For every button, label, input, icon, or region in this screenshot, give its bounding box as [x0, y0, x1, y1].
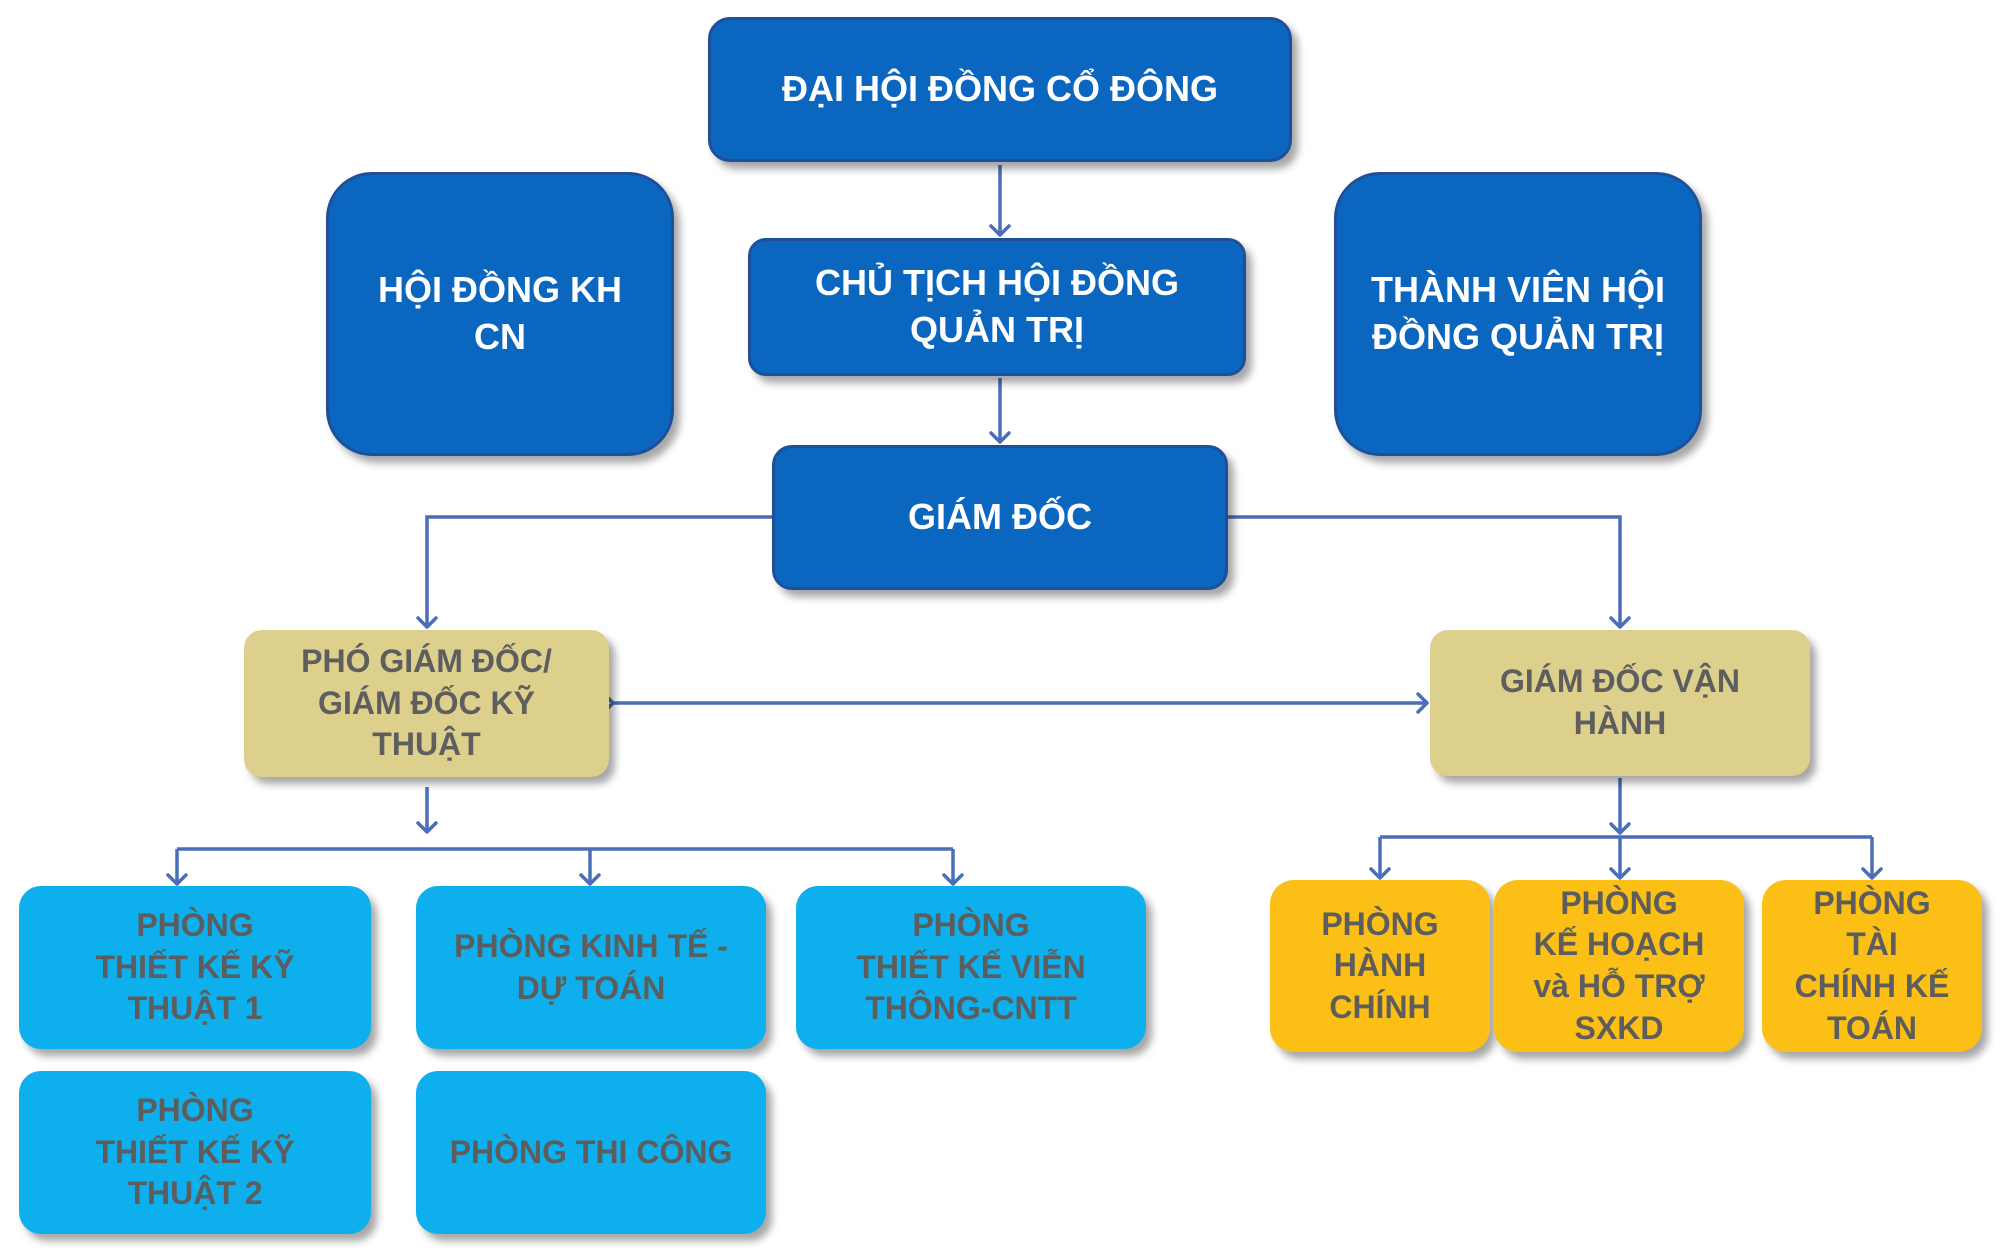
node-tech-design-1: PHÒNG THIẾT KẾ KỸ THUẬT 1: [19, 886, 371, 1049]
node-planning-support: PHÒNG KẾ HOẠCH và HỖ TRỢ SXKD: [1494, 880, 1744, 1052]
node-deputy-technical-director: PHÓ GIÁM ĐỐC/ GIÁM ĐỐC KỸ THUẬT: [244, 630, 609, 777]
node-board-chairman: CHỦ TỊCH HỘI ĐỒNG QUẢN TRỊ: [748, 238, 1246, 376]
arrow-director-to-operations: [1228, 515, 1631, 629]
node-administration: PHÒNG HÀNH CHÍNH: [1270, 880, 1490, 1052]
node-finance-accounting: PHÒNG TÀI CHÍNH KẾ TOÁN: [1762, 880, 1982, 1052]
node-tech-design-2: PHÒNG THIẾT KẾ KỸ THUẬT 2: [19, 1071, 371, 1234]
node-science-council: HỘI ĐỒNG KH CN: [326, 172, 674, 456]
node-shareholders-assembly: ĐẠI HỘI ĐỒNG CỔ ĐÔNG: [708, 17, 1292, 162]
node-director: GIÁM ĐỐC: [772, 445, 1228, 590]
node-board-member: THÀNH VIÊN HỘI ĐỒNG QUẢN TRỊ: [1334, 172, 1702, 456]
arrow-director-to-deputy: [416, 515, 772, 629]
node-construction: PHÒNG THI CÔNG: [416, 1071, 766, 1234]
node-economics-estimate: PHÒNG KINH TẾ - DỰ TOÁN: [416, 886, 766, 1049]
node-telecom-it-design: PHÒNG THIẾT KẾ VIỄN THÔNG-CNTT: [796, 886, 1146, 1049]
node-operations-director: GIÁM ĐỐC VẬN HÀNH: [1430, 630, 1810, 776]
